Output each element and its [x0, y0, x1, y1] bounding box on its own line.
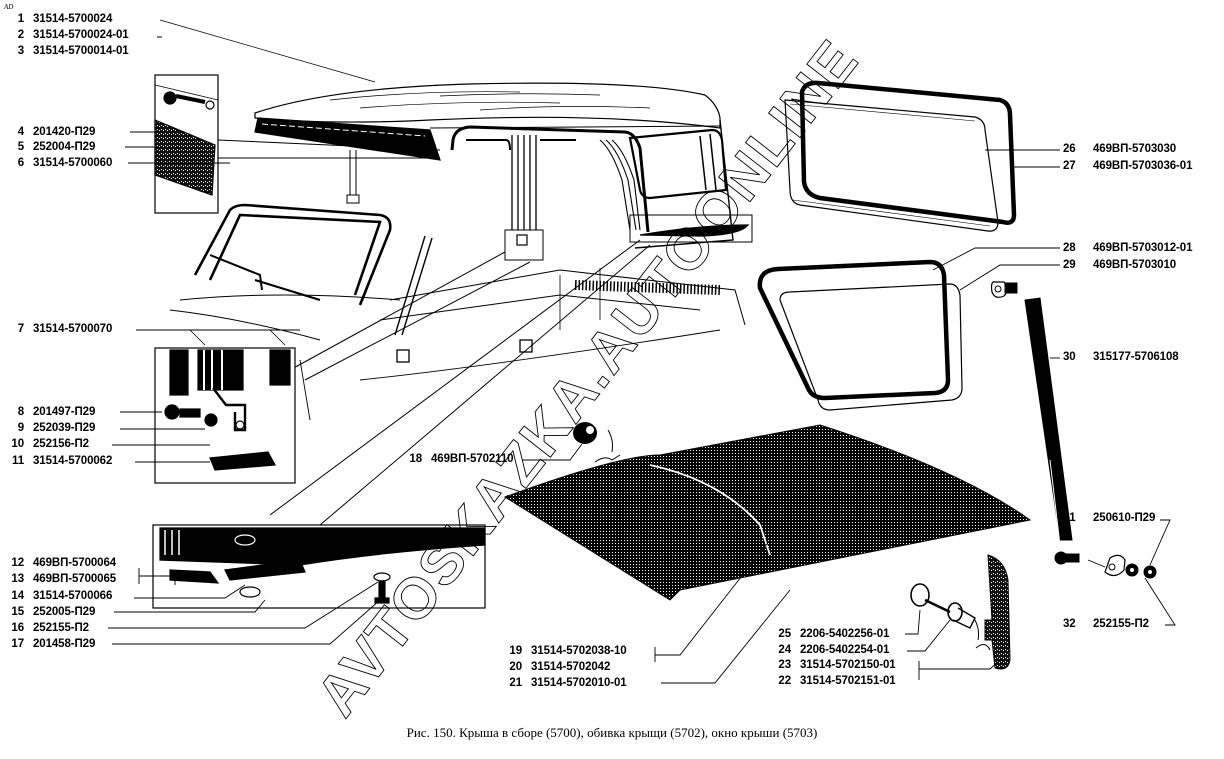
inset-detail-12-17	[152, 524, 486, 609]
side-window-frame	[628, 128, 728, 200]
inset-detail-4-6	[154, 74, 441, 214]
front-trim-strip	[254, 117, 441, 161]
headliner-19-21	[503, 424, 1032, 601]
left-label-leaders	[108, 131, 381, 645]
roof-shell	[254, 82, 721, 129]
center-label-leaders	[522, 443, 1001, 684]
roof-assembly	[254, 82, 753, 261]
roof-window-26-27	[784, 80, 1017, 232]
gas-strut-30	[990, 281, 1157, 579]
trim-detail-box	[629, 214, 753, 243]
inset-detail-7-11	[154, 329, 296, 484]
corner-mark: AD	[4, 3, 14, 11]
fasteners-22-25	[910, 554, 1011, 670]
roof-window-28-29	[757, 259, 963, 411]
right-label-leaders	[932, 149, 1176, 626]
clip-18	[573, 422, 621, 463]
windshield-frame	[193, 203, 392, 306]
figure-caption: Рис. 150. Крыша в сборе (5700), обивка к…	[406, 725, 818, 740]
